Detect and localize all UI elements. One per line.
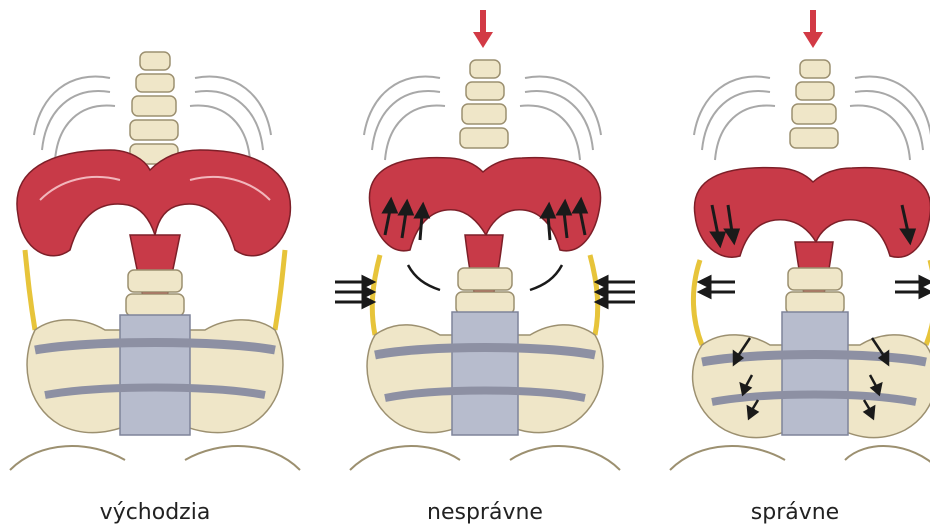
panel-start: východzia bbox=[0, 0, 310, 531]
pelvis bbox=[10, 315, 300, 470]
anatomy-illustration-start bbox=[0, 0, 310, 531]
spine-upper bbox=[460, 60, 508, 148]
anatomy-illustration-wrong bbox=[330, 0, 640, 531]
red-arrow-icon bbox=[473, 10, 493, 48]
red-arrow-icon bbox=[803, 10, 823, 48]
spine-upper bbox=[790, 60, 838, 148]
caption-start: východzia bbox=[0, 500, 310, 525]
spine-upper bbox=[130, 52, 178, 164]
pelvis bbox=[670, 312, 930, 470]
pelvis bbox=[350, 312, 620, 470]
panel-right: správne bbox=[640, 0, 930, 531]
caption-wrong: nesprávne bbox=[330, 500, 640, 525]
anatomy-illustration-right bbox=[640, 0, 930, 531]
caption-right: správne bbox=[640, 500, 930, 525]
panel-wrong: nesprávne bbox=[330, 0, 640, 531]
